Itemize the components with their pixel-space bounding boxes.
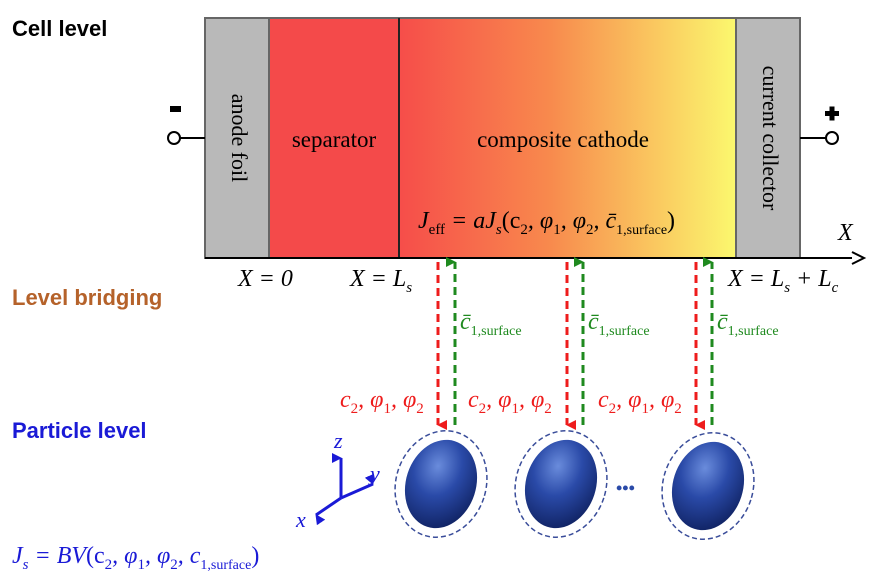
- particle-1: [394, 430, 488, 538]
- minus-sign-icon: [170, 106, 181, 112]
- x-axis-arrow-icon: [851, 251, 867, 265]
- current-collector-label: current collector: [758, 66, 783, 211]
- x-zero-label: X = 0: [237, 266, 293, 292]
- x-axis-label: X: [837, 220, 854, 246]
- cell-level-label: Cell level: [12, 16, 108, 41]
- particle-2: [514, 430, 608, 538]
- c1-surface-label-2: c̄1,surface: [588, 309, 650, 339]
- c1-surface-label-3: c̄1,surface: [717, 309, 779, 339]
- c2-phi-label-2: c2, φ1, φ2: [468, 387, 552, 417]
- composite-cathode-label: composite cathode: [477, 127, 649, 152]
- jeff-equation: Jeff = aJs(c2, φ1, φ2, c̄1,surface): [418, 208, 675, 238]
- plus-sign-icon: [825, 106, 839, 121]
- negative-terminal-icon: [167, 131, 181, 145]
- bridge-arrows: [436, 257, 714, 430]
- particle-ellipsis: •••: [616, 478, 635, 498]
- separator-label: separator: [292, 127, 377, 152]
- js-equation: Js = BV(c2, φ1, φ2, c1,surface): [12, 543, 259, 573]
- anode-foil-label: anode foil: [227, 94, 252, 183]
- coordinate-axes: [315, 453, 374, 526]
- positive-terminal-icon: [825, 131, 839, 145]
- c2-phi-label-1: c2, φ1, φ2: [340, 387, 424, 417]
- particle-level-label: Particle level: [12, 418, 147, 443]
- x-ls-plus-lc-label: X = Ls + Lc: [727, 266, 839, 296]
- y-axis-label: y: [368, 461, 380, 486]
- c1-surface-label-1: c̄1,surface: [460, 309, 522, 339]
- level-bridging-label: Level bridging: [12, 285, 163, 310]
- x-ls-label: X = Ls: [349, 266, 412, 296]
- particle-3: [661, 432, 755, 540]
- z-axis-label: z: [333, 428, 343, 453]
- c2-phi-label-3: c2, φ1, φ2: [598, 387, 682, 417]
- x-axis-coord-label: x: [295, 507, 306, 532]
